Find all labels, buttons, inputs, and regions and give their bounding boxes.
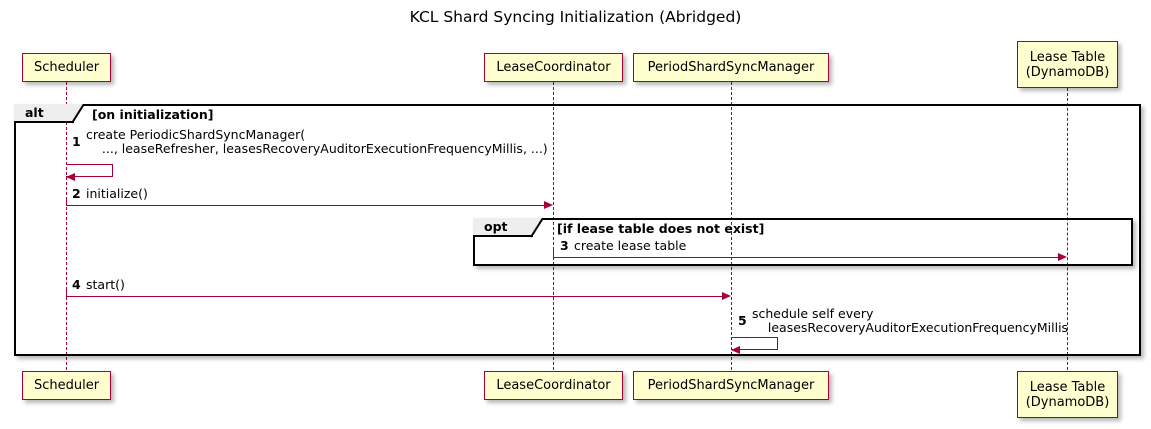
- message-4-number: 4: [72, 277, 81, 292]
- participant-label: LeaseCoordinator: [496, 60, 611, 75]
- message-4-arrowhead-icon: [722, 291, 731, 300]
- message-2-arrowhead-icon: [544, 200, 553, 209]
- message-3-arrowhead-icon: [1058, 252, 1067, 261]
- message-2-number: 2: [72, 186, 81, 201]
- message-5-label: schedule self every leasesRecoveryAudito…: [752, 306, 1069, 335]
- fragment-opt: [473, 218, 1133, 266]
- message-1-number: 1: [72, 134, 81, 149]
- participant-label: Lease Table (DynamoDB): [1025, 49, 1110, 80]
- participant-leasecoordinator-bottom[interactable]: LeaseCoordinator: [484, 371, 623, 400]
- lifeline-periodshardsyncmanager: [731, 82, 732, 370]
- lifeline-scheduler: [66, 82, 67, 370]
- participant-scheduler-top[interactable]: Scheduler: [22, 53, 111, 82]
- message-2-line[interactable]: [66, 205, 544, 206]
- message-3-label: create lease table: [574, 238, 687, 253]
- message-2-origin-tick: [66, 197, 67, 206]
- participant-label: Scheduler: [33, 60, 100, 75]
- diagram-title: KCL Shard Syncing Initialization (Abridg…: [409, 8, 742, 26]
- message-5-arrowhead-icon: [731, 345, 740, 354]
- fragment-alt: [14, 104, 1141, 356]
- participant-periodshardsyncmanager-top[interactable]: PeriodShardSyncManager: [633, 53, 829, 82]
- message-2-label: initialize(): [86, 186, 148, 201]
- message-3-line[interactable]: [553, 257, 1058, 258]
- message-3-number: 3: [560, 238, 569, 253]
- message-1-arrowhead-icon: [66, 172, 75, 181]
- message-5-number: 5: [738, 313, 747, 328]
- fragment-opt-operator-tab: opt: [473, 218, 533, 237]
- message-1-label: create PeriodicShardSyncManager( ..., le…: [86, 127, 548, 156]
- participant-label: Scheduler: [33, 378, 100, 393]
- participant-leasetable-bottom[interactable]: Lease Table (DynamoDB): [1017, 371, 1118, 418]
- participant-leasetable-top[interactable]: Lease Table (DynamoDB): [1017, 41, 1118, 88]
- fragment-alt-tab-corner-icon: [72, 104, 85, 124]
- participant-label: PeriodShardSyncManager: [647, 60, 815, 75]
- participant-label: Lease Table (DynamoDB): [1025, 379, 1110, 410]
- message-4-line[interactable]: [66, 296, 722, 297]
- lifeline-leasecoordinator: [553, 82, 554, 370]
- participant-label: LeaseCoordinator: [496, 378, 611, 393]
- message-4-label: start(): [86, 277, 125, 292]
- fragment-alt-guard: [on initialization]: [92, 107, 214, 122]
- message-3-origin-tick: [553, 249, 554, 258]
- message-1-self-loop[interactable]: [66, 164, 113, 177]
- participant-scheduler-bottom[interactable]: Scheduler: [22, 371, 111, 400]
- fragment-operator-label: opt: [484, 219, 508, 234]
- participant-label: PeriodShardSyncManager: [647, 378, 815, 393]
- fragment-operator-label: alt: [25, 105, 44, 120]
- message-4-origin-tick: [66, 288, 67, 297]
- fragment-opt-tab-corner-icon: [531, 218, 544, 238]
- fragment-opt-guard: [if lease table does not exist]: [557, 221, 765, 236]
- message-5-self-loop[interactable]: [731, 337, 778, 350]
- fragment-alt-operator-tab: alt: [14, 104, 74, 123]
- participant-leasecoordinator-top[interactable]: LeaseCoordinator: [484, 53, 623, 82]
- lifeline-leasetable: [1067, 88, 1068, 370]
- participant-periodshardsyncmanager-bottom[interactable]: PeriodShardSyncManager: [633, 371, 829, 400]
